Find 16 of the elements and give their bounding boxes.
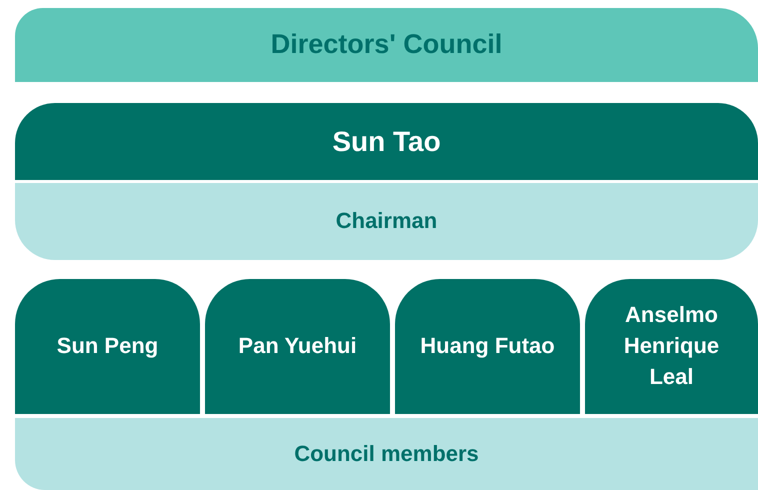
node-label: Sun Tao: [332, 124, 441, 159]
name-panel: [15, 103, 758, 180]
member-card: [585, 279, 758, 414]
node-label: Huang Futao: [420, 332, 555, 360]
node-label: Council members: [294, 440, 479, 468]
node-label: Sun Peng: [56, 332, 158, 360]
member-card: [15, 279, 200, 414]
member-card: [395, 279, 580, 414]
role-band: [15, 183, 758, 260]
node-label: Directors' Council: [270, 28, 502, 62]
heading-band: [15, 8, 758, 82]
node-label: Chairman: [336, 207, 438, 236]
role-band: [15, 418, 758, 490]
member-card: [205, 279, 390, 414]
node-label: Pan Yuehui: [238, 332, 357, 360]
node-label: Anselmo Henrique Leal: [622, 301, 720, 391]
